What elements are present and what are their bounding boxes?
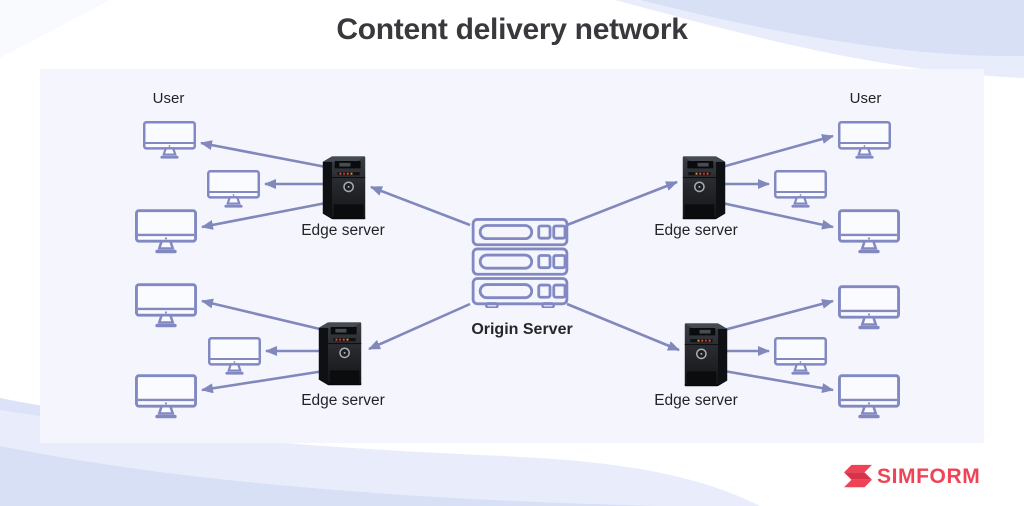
edge-server-label-top-right: Edge server <box>654 222 738 239</box>
user-monitor-icon <box>135 374 197 420</box>
simform-logo: SIMFORM <box>843 459 1003 495</box>
edge-server-icon-top-right <box>679 149 729 221</box>
diagram-title: Content delivery network <box>336 13 688 46</box>
edge-server-label-top-left: Edge server <box>301 222 385 239</box>
user-monitor-icon <box>208 337 261 376</box>
user-monitor-icon <box>774 170 827 209</box>
edge-server-icon-bottom-right <box>681 316 731 388</box>
user-monitor-icon <box>838 374 900 420</box>
origin-server-icon <box>471 218 569 308</box>
origin-server-label: Origin Server <box>471 321 573 338</box>
user-monitor-icon <box>774 337 827 376</box>
user-monitor-icon <box>838 121 891 160</box>
user-monitor-icon <box>135 283 197 329</box>
user-label-top-left: User <box>152 90 185 107</box>
edge-server-icon-bottom-left <box>315 315 365 387</box>
user-label-top-right: User <box>849 90 882 107</box>
user-monitor-icon <box>838 285 900 331</box>
user-monitor-icon <box>135 209 197 255</box>
edge-server-label-bottom-right: Edge server <box>654 392 738 409</box>
user-monitor-icon <box>838 209 900 255</box>
simform-logo-text: SIMFORM <box>877 465 981 488</box>
user-monitor-icon <box>207 170 260 209</box>
edge-server-icon-top-left <box>319 149 369 221</box>
user-monitor-icon <box>143 121 196 160</box>
simform-logo-icon <box>844 464 872 488</box>
edge-server-label-bottom-left: Edge server <box>301 392 385 409</box>
